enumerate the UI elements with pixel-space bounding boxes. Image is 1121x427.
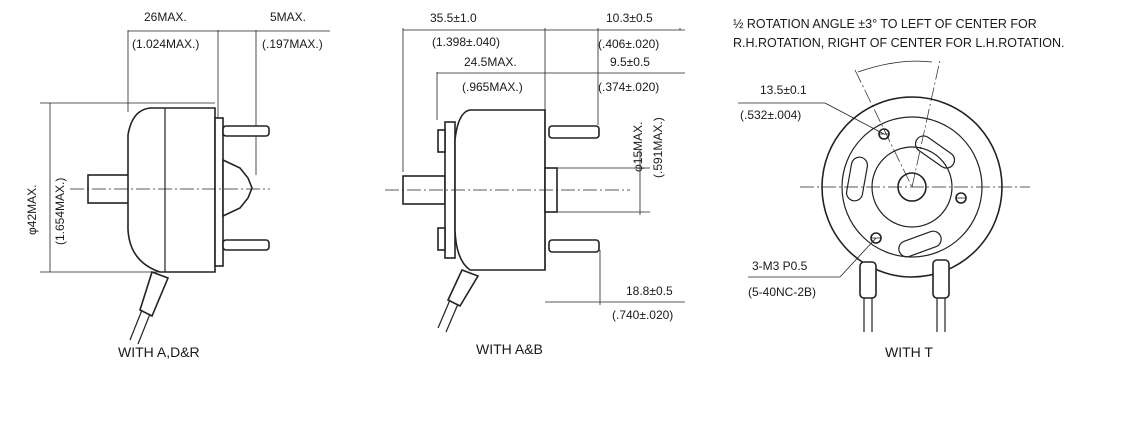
dim-body-in: (.965MAX.) xyxy=(462,80,523,94)
left-view: 26MAX. (1.024MAX.) 5MAX. (.197MAX.) φ42M… xyxy=(25,10,330,360)
dim-terminal2-in: (.374±.020) xyxy=(598,80,659,94)
dim-shaft: 5MAX. xyxy=(270,10,306,24)
dim-thread-in: (5-40NC-2B) xyxy=(748,285,816,299)
dim-length-in: (1.024MAX.) xyxy=(132,37,199,51)
rotation-note-line2: R.H.ROTATION, RIGHT OF CENTER FOR L.H.RO… xyxy=(733,36,1064,50)
caption-right: WITH T xyxy=(885,344,933,360)
dim-terminal-in: (.406±.020) xyxy=(598,37,659,51)
dim-shaft-in: (.197MAX.) xyxy=(262,37,323,51)
dim-terminal: 10.3±0.5 xyxy=(606,11,653,25)
middle-view: 35.5±1.0 (1.398±.040) 10.3±0.5 (.406±.02… xyxy=(385,11,685,357)
dim-lower-in: (.740±.020) xyxy=(612,308,673,322)
dim-diameter: φ42MAX. xyxy=(25,185,39,235)
dim-overall-in: (1.398±.040) xyxy=(432,35,500,49)
dim-lower: 18.8±0.5 xyxy=(626,284,673,298)
dim-rear-dia: φ15MAX. xyxy=(631,122,645,172)
dim-length: 26MAX. xyxy=(144,10,187,24)
dim-rear-dia-in: (.591MAX.) xyxy=(651,117,665,178)
dim-terminal2: 9.5±0.5 xyxy=(610,55,650,69)
dim-hole: 13.5±0.1 xyxy=(760,83,807,97)
dim-body: 24.5MAX. xyxy=(464,55,517,69)
caption-middle: WITH A&B xyxy=(476,341,543,357)
dim-overall: 35.5±1.0 xyxy=(430,11,477,25)
right-view: ½ ROTATION ANGLE ±3° TO LEFT OF CENTER F… xyxy=(733,17,1064,360)
rotation-note-line1: ½ ROTATION ANGLE ±3° TO LEFT OF CENTER F… xyxy=(733,17,1037,31)
dim-diameter-in: (1.654MAX.) xyxy=(53,178,67,245)
dim-hole-in: (.532±.004) xyxy=(740,108,801,122)
dim-thread: 3-M3 P0.5 xyxy=(752,259,808,273)
caption-left: WITH A,D&R xyxy=(118,344,200,360)
